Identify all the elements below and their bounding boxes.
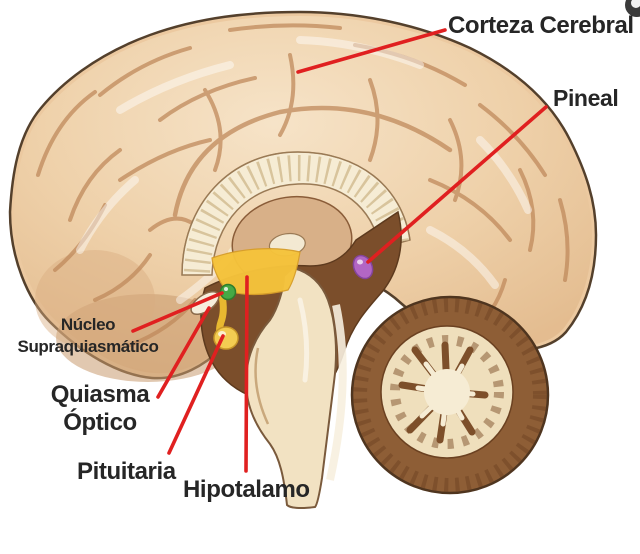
label-corteza-cerebral: Corteza Cerebral [448, 12, 634, 39]
label-pineal: Pineal [553, 85, 619, 111]
label-nucleo-line1: Núcleo [60, 315, 116, 334]
cerebral-cortex-shape [8, 10, 598, 382]
hypothalamus-region [211, 248, 301, 296]
label-nucleo-supraquiasmatico: Núcleo Supraquiasmático [4, 314, 172, 359]
brainstem-shape [244, 266, 337, 510]
suprachiasmatic-nucleus-marker [219, 283, 237, 301]
leader-line-pineal [366, 105, 548, 264]
label-nucleo-line2: Supraquiasmático [17, 337, 159, 357]
fourth-ventricle-gap [326, 304, 347, 481]
leader-line-nucleo [131, 291, 224, 333]
label-quiasma-line2: Óptico [63, 408, 137, 436]
label-quiasma-line1: Quiasma [50, 381, 150, 408]
watermark-logo-fragment [625, 0, 640, 17]
leader-line-quiasma [156, 306, 211, 399]
cerebellum-shape [350, 295, 550, 495]
leader-line-pituitaria [167, 334, 225, 455]
label-pituitaria: Pituitaria [77, 458, 176, 485]
leader-line-corteza [296, 28, 447, 74]
label-quiasma-optico: Quiasma Óptico [40, 381, 160, 436]
annotation-lines [131, 28, 548, 473]
leader-line-hipotalamo [244, 275, 249, 473]
label-hipotalamo: Hipotalamo [183, 476, 310, 503]
